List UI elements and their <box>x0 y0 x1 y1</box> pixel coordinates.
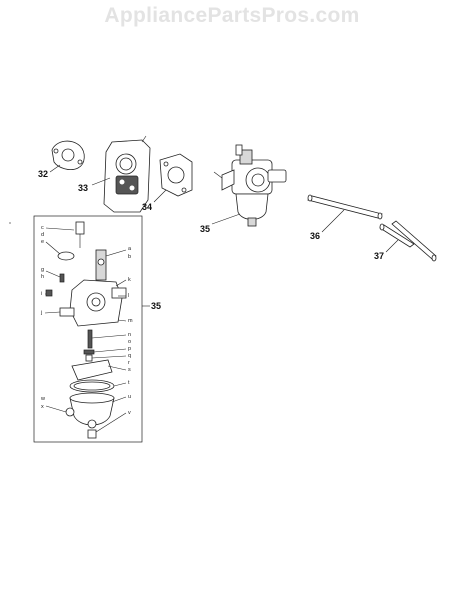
svg-text:u: u <box>128 394 131 400</box>
svg-text:n: n <box>128 332 131 338</box>
svg-text:w: w <box>40 396 45 402</box>
svg-text:v: v <box>128 410 131 416</box>
callout-34: 34 <box>142 202 152 212</box>
exploded-view-frame <box>33 215 143 443</box>
svg-text:p: p <box>128 346 131 352</box>
exploded-carburetor[interactable] <box>45 221 127 439</box>
rod-part-36[interactable] <box>307 194 383 220</box>
svg-text:a: a <box>128 246 132 252</box>
sub-labels: c d e a b g h i k l j m n o p q r s t u <box>40 225 133 433</box>
svg-text:s: s <box>128 367 131 373</box>
watermark: AppliancePartsPros.com <box>104 4 360 27</box>
svg-text:l: l <box>128 293 129 299</box>
rods-part-37[interactable] <box>379 220 437 262</box>
svg-text:j: j <box>40 310 42 316</box>
svg-text:e: e <box>41 239 44 245</box>
callout-32: 32 <box>38 169 48 179</box>
svg-text:k: k <box>128 277 131 283</box>
svg-text:b: b <box>128 254 131 260</box>
insulator-part-33[interactable] <box>103 135 151 213</box>
svg-text:g: g <box>41 267 44 273</box>
callout-36: 36 <box>310 231 320 241</box>
svg-text:t: t <box>128 380 130 386</box>
callout-33: 33 <box>78 183 88 193</box>
gasket-part-32[interactable] <box>51 140 85 170</box>
gasket-part-34[interactable] <box>159 153 193 197</box>
svg-text:o: o <box>128 339 131 345</box>
svg-text:m: m <box>128 318 133 324</box>
callout-37: 37 <box>374 251 384 261</box>
svg-text:q: q <box>128 353 131 359</box>
svg-text:h: h <box>41 274 44 280</box>
svg-text:c: c <box>41 225 44 231</box>
svg-text:d: d <box>41 232 44 238</box>
carburetor-assembled-part-35[interactable] <box>213 144 287 227</box>
callout-35-top: 35 <box>200 224 210 234</box>
svg-text:r: r <box>128 360 130 366</box>
callout-35-exploded: 35 <box>151 301 161 311</box>
svg-text:x: x <box>41 404 44 410</box>
svg-text:i: i <box>41 291 42 297</box>
